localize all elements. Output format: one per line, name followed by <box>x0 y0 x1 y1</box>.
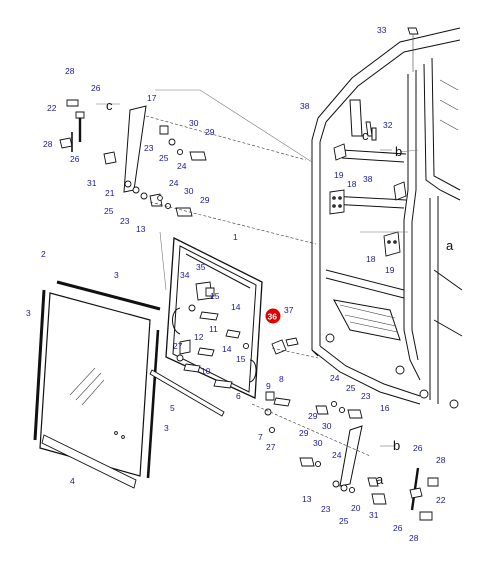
callout-29: 29 <box>308 411 318 421</box>
callout-19: 19 <box>334 170 344 180</box>
callout-30: 30 <box>189 118 199 128</box>
callout-20: 20 <box>351 503 361 513</box>
callout-3: 3 <box>114 270 119 280</box>
callout-3: 3 <box>164 423 169 433</box>
guide-rail <box>149 369 225 417</box>
callout-18: 18 <box>366 254 376 264</box>
ref-letter-c: c <box>106 98 113 113</box>
callout-15: 15 <box>210 291 220 301</box>
callout-25: 25 <box>104 206 114 216</box>
callout-8: 8 <box>279 374 284 384</box>
assembly-lines <box>96 89 419 457</box>
callout-29: 29 <box>299 428 309 438</box>
callout-25: 25 <box>346 383 356 393</box>
callout-24: 24 <box>177 161 187 171</box>
callout-28: 28 <box>43 139 53 149</box>
callout-26: 26 <box>413 443 423 453</box>
window-seal-top <box>56 280 161 311</box>
callout-27: 27 <box>173 341 183 351</box>
callout-13: 13 <box>136 224 146 234</box>
callout-34: 34 <box>180 270 190 280</box>
callout-17: 17 <box>147 93 157 103</box>
fasteners <box>59 99 439 521</box>
callout-1: 1 <box>233 232 238 242</box>
callout-35: 35 <box>196 262 206 272</box>
cab-frame <box>311 27 463 409</box>
callout-36-highlight: 36 <box>265 308 281 324</box>
door-frame <box>165 236 263 399</box>
callout-27: 27 <box>266 442 276 452</box>
callout-15: 15 <box>236 354 246 364</box>
ref-letter-c: c <box>362 128 369 143</box>
callout-23: 23 <box>120 216 130 226</box>
callout-23: 23 <box>361 391 371 401</box>
callout-24: 24 <box>169 178 179 188</box>
callout-36: 36 <box>268 312 278 322</box>
callout-30: 30 <box>184 186 194 196</box>
callout-32: 32 <box>383 120 393 130</box>
callout-29: 29 <box>200 195 210 205</box>
window-seal-left <box>33 289 46 441</box>
callout-28: 28 <box>65 66 75 76</box>
callout-12: 12 <box>194 332 204 342</box>
callout-23: 23 <box>144 143 154 153</box>
callout-21: 21 <box>105 188 115 198</box>
callout-30: 30 <box>322 421 332 431</box>
ref-letter-b: b <box>393 438 400 453</box>
callout-14: 14 <box>231 302 241 312</box>
window-glass <box>39 292 151 477</box>
callout-10: 10 <box>201 366 211 376</box>
callout-11: 11 <box>209 324 218 334</box>
callout-7: 7 <box>258 432 263 442</box>
callout-23: 23 <box>321 504 331 514</box>
callout-33: 33 <box>377 25 387 35</box>
callout-36-badge <box>265 308 281 324</box>
callout-9: 9 <box>266 381 271 391</box>
ref-letter-a: a <box>446 238 454 253</box>
callout-26: 26 <box>91 83 101 93</box>
callout-38: 38 <box>363 174 373 184</box>
ref-letter-a: a <box>376 472 384 487</box>
callout-13: 13 <box>302 494 312 504</box>
callout-24: 24 <box>332 450 342 460</box>
bottom-rail <box>41 434 137 489</box>
callout-22: 22 <box>47 103 57 113</box>
callout-26: 26 <box>393 523 403 533</box>
callout-3: 3 <box>26 308 31 318</box>
callout-18: 18 <box>347 179 357 189</box>
callout-31: 31 <box>369 510 379 520</box>
window-seal-right <box>146 329 160 479</box>
callout-38: 38 <box>300 101 310 111</box>
callout-31: 31 <box>87 178 97 188</box>
callout-28: 28 <box>436 455 446 465</box>
callout-28: 28 <box>409 533 419 543</box>
callout-4: 4 <box>70 476 75 486</box>
callout-30: 30 <box>313 438 323 448</box>
callout-19: 19 <box>385 265 395 275</box>
reference-letters: c c b b a a <box>106 98 454 487</box>
callouts: 1 2 3 3 3 4 5 6 7 8 9 10 11 12 13 13 14 … <box>26 25 446 543</box>
callout-37: 37 <box>284 305 294 315</box>
callout-29: 29 <box>205 127 215 137</box>
callout-5: 5 <box>170 403 175 413</box>
callout-24: 24 <box>330 373 340 383</box>
callout-22: 22 <box>436 495 446 505</box>
callout-6: 6 <box>236 391 241 401</box>
callout-2: 2 <box>41 249 46 259</box>
ref-letter-b: b <box>395 144 402 159</box>
callout-16: 16 <box>380 403 390 413</box>
callout-25: 25 <box>339 516 349 526</box>
callout-25: 25 <box>159 153 169 163</box>
callout-14: 14 <box>222 344 232 354</box>
callout-26: 26 <box>70 154 80 164</box>
